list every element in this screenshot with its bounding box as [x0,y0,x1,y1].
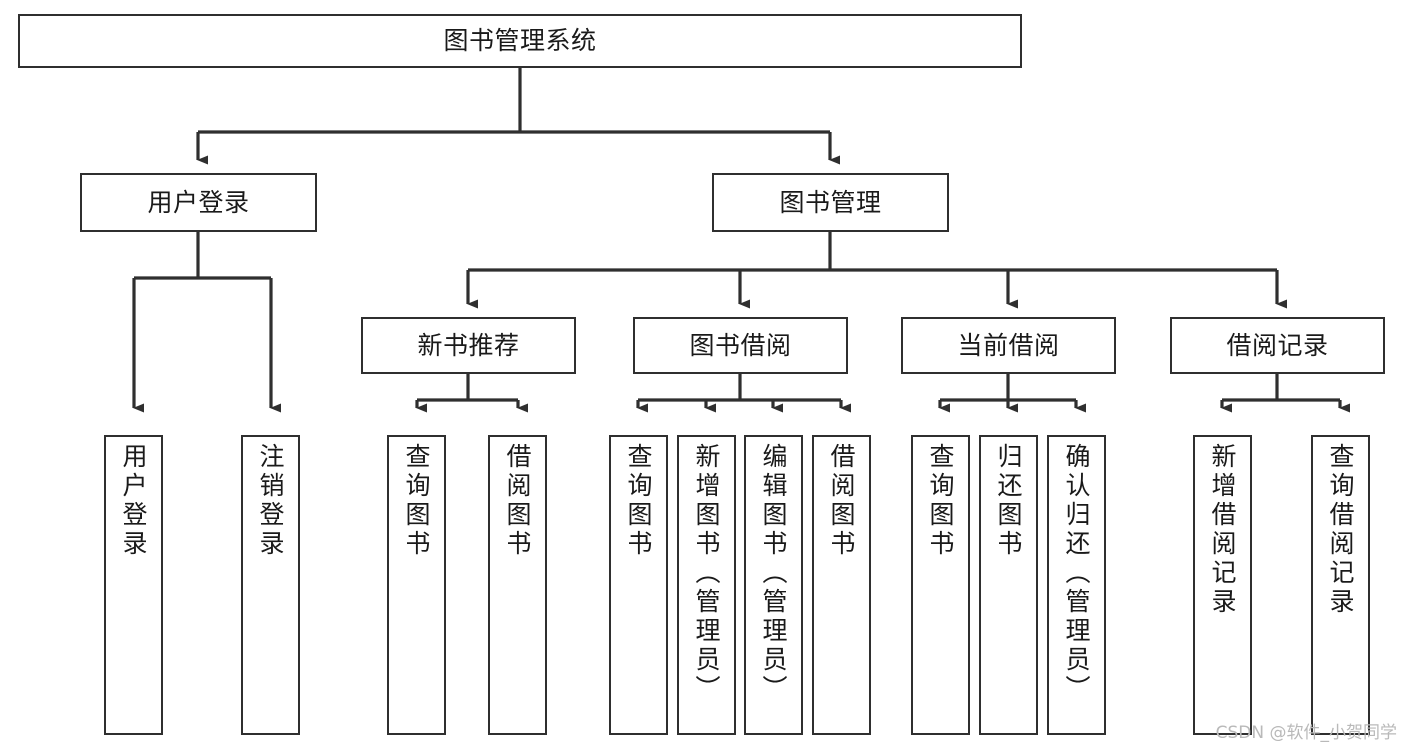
node-user-login-label: 用户登录 [147,187,250,217]
node-root-label: 图书管理系统 [443,26,597,55]
node-leaf-query-book-1-label: 查询图书 [402,443,431,559]
node-leaf-borrow-book-1-label: 借阅图书 [503,443,532,559]
node-leaf-add-book[interactable]: 新增图书（管理员） [677,435,736,735]
node-root[interactable]: 图书管理系统 [18,14,1022,68]
csdn-watermark: CSDN @软件_小贺同学 [1215,723,1397,743]
node-leaf-borrow-book-2-label: 借阅图书 [827,443,856,559]
node-borrow-record[interactable]: 借阅记录 [1170,317,1385,374]
node-leaf-confirm-return-label: 确认归还（管理员） [1062,443,1091,704]
node-leaf-borrow-book-2[interactable]: 借阅图书 [812,435,871,735]
node-leaf-add-record[interactable]: 新增借阅记录 [1193,435,1252,735]
node-leaf-query-book-2[interactable]: 查询图书 [609,435,668,735]
node-leaf-user-login[interactable]: 用户登录 [104,435,163,735]
node-leaf-logout[interactable]: 注销登录 [241,435,300,735]
node-leaf-query-record[interactable]: 查询借阅记录 [1311,435,1370,735]
node-book-borrow[interactable]: 图书借阅 [633,317,848,374]
node-current-borrow-label: 当前借阅 [957,330,1060,360]
node-user-login[interactable]: 用户登录 [80,173,317,232]
node-leaf-query-book-2-label: 查询图书 [624,443,653,559]
node-new-book-recommend[interactable]: 新书推荐 [361,317,576,374]
node-leaf-user-login-label: 用户登录 [119,443,148,559]
node-leaf-query-book-3-label: 查询图书 [926,443,955,559]
node-leaf-query-book-1[interactable]: 查询图书 [387,435,446,735]
node-leaf-add-book-label: 新增图书（管理员） [692,443,721,704]
node-book-manage-label: 图书管理 [779,187,882,217]
node-current-borrow[interactable]: 当前借阅 [901,317,1116,374]
node-leaf-return-book[interactable]: 归还图书 [979,435,1038,735]
node-leaf-return-book-label: 归还图书 [994,443,1023,559]
node-leaf-edit-book[interactable]: 编辑图书（管理员） [744,435,803,735]
node-leaf-logout-label: 注销登录 [256,443,285,559]
node-leaf-edit-book-label: 编辑图书（管理员） [759,443,788,704]
node-leaf-borrow-book-1[interactable]: 借阅图书 [488,435,547,735]
node-new-book-recommend-label: 新书推荐 [417,330,520,360]
node-book-borrow-label: 图书借阅 [689,330,792,360]
node-leaf-query-book-3[interactable]: 查询图书 [911,435,970,735]
node-book-manage[interactable]: 图书管理 [712,173,949,232]
node-leaf-add-record-label: 新增借阅记录 [1208,443,1237,617]
node-leaf-query-record-label: 查询借阅记录 [1326,443,1355,617]
node-borrow-record-label: 借阅记录 [1226,330,1329,360]
node-leaf-confirm-return[interactable]: 确认归还（管理员） [1047,435,1106,735]
